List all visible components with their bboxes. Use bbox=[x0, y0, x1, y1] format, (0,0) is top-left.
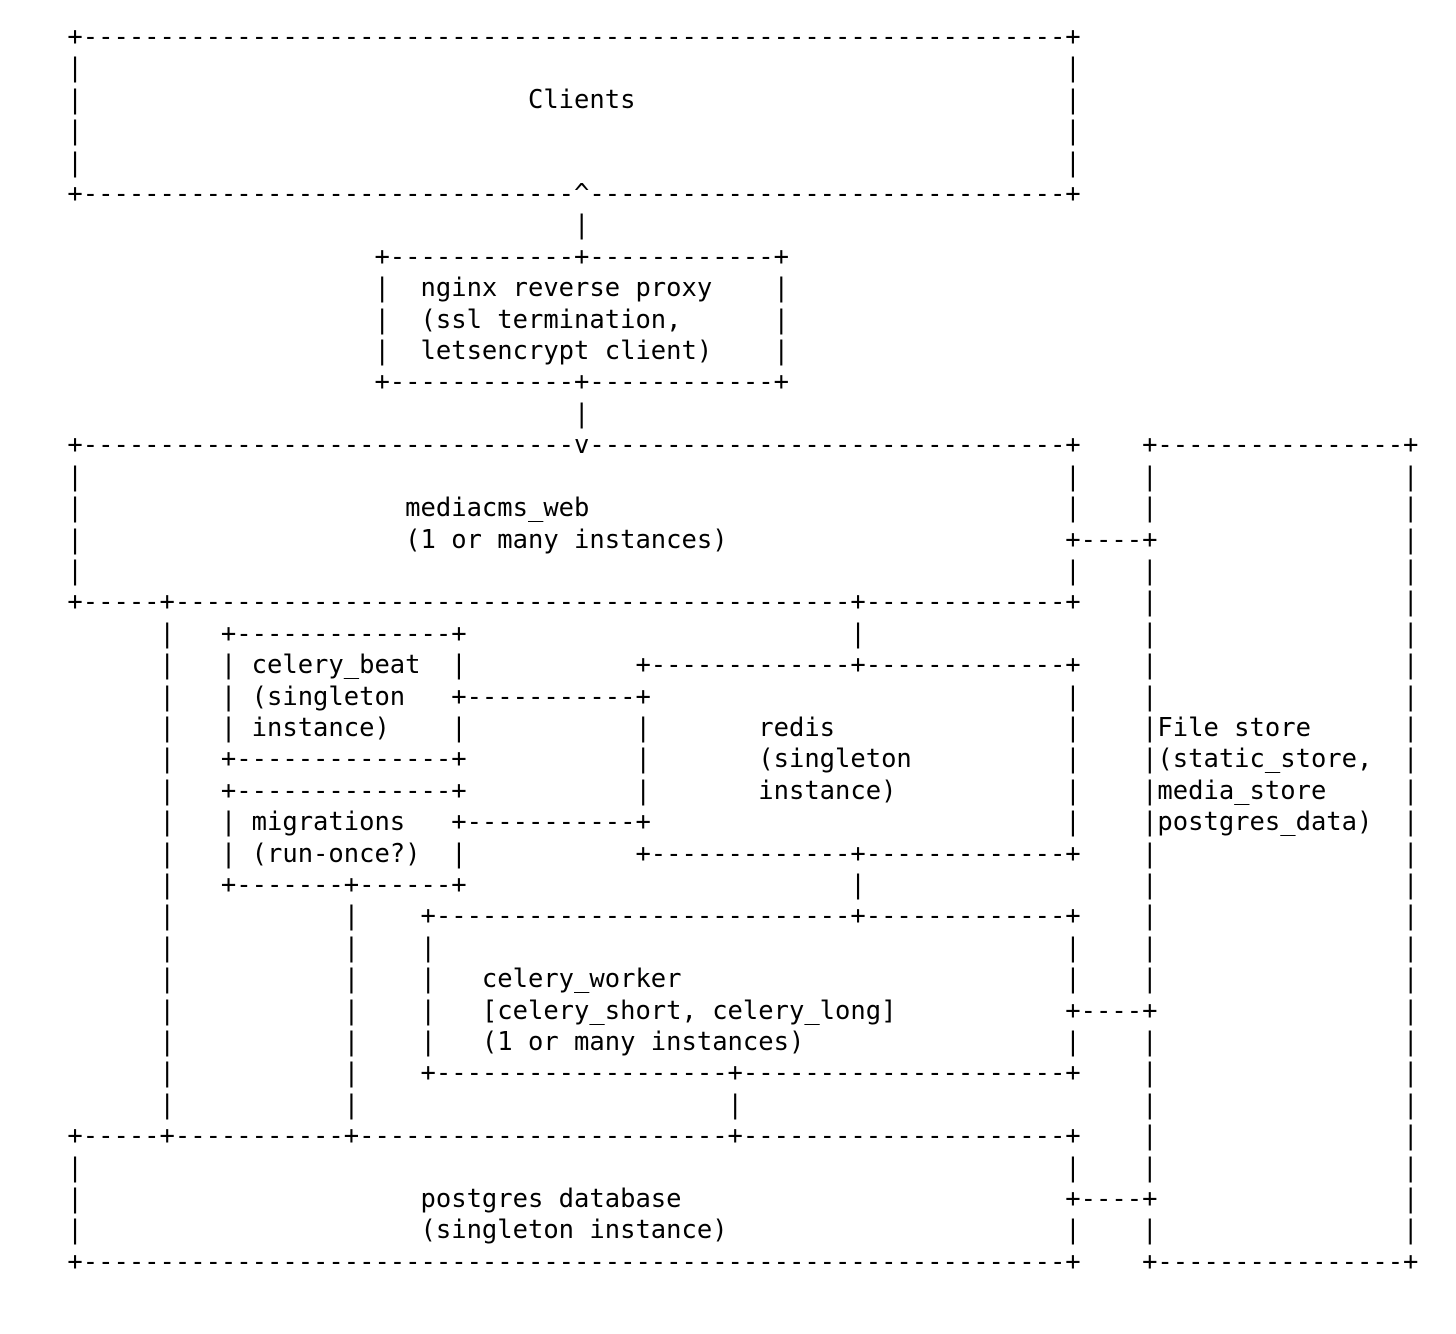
architecture-ascii-diagram: +---------------------------------------… bbox=[67, 22, 1419, 1277]
